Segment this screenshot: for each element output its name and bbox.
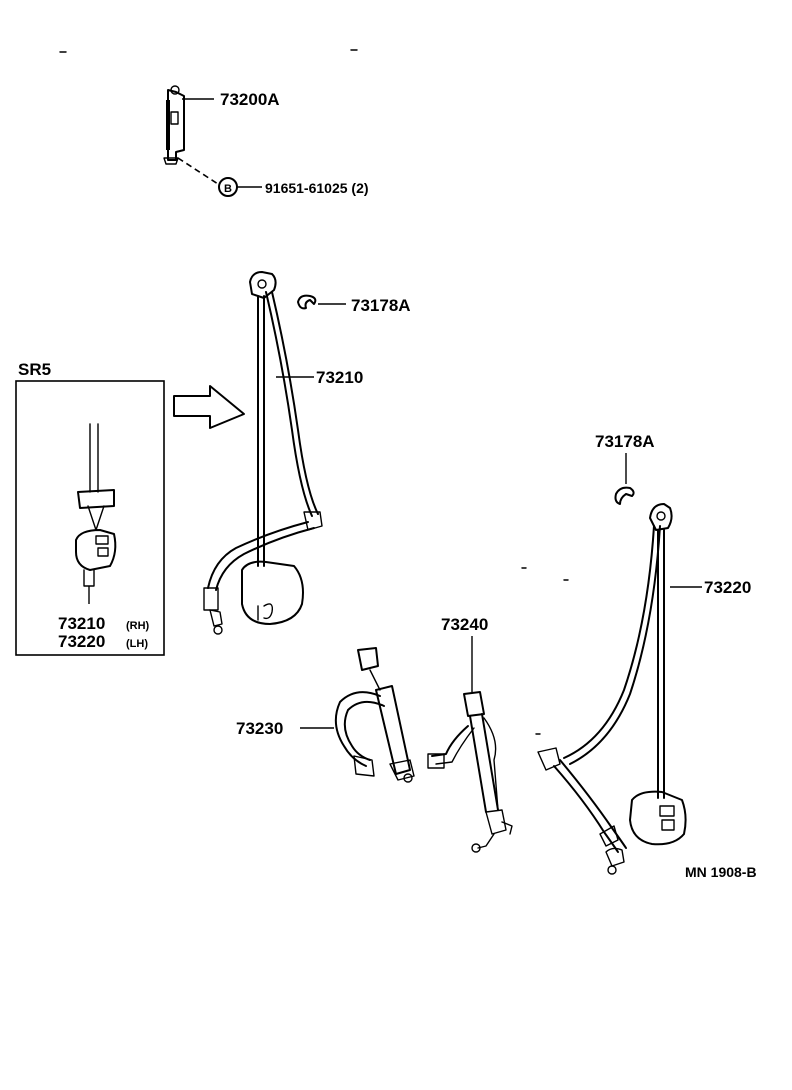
arrow-icon: [173, 385, 245, 429]
inset-part-rh-side: (RH): [126, 620, 150, 632]
callout-buckle-center: 73240: [441, 615, 488, 634]
callout-anchor-plate: 73200A: [220, 90, 280, 109]
belt-center-part: [334, 647, 415, 783]
bolt-symbol-letter: B: [224, 183, 232, 195]
inset-part-lh-side: (LH): [126, 638, 148, 650]
belt-lh-part: [537, 503, 687, 875]
dashed-leader: [177, 157, 219, 185]
anchor-plate-part: [163, 85, 185, 165]
callout-belt-center: 73230: [236, 719, 283, 738]
cover-lower-part: [614, 486, 635, 505]
buckle-center-part: [427, 691, 513, 853]
cover-upper-part: [297, 294, 317, 310]
belt-rh-part: [203, 271, 323, 635]
inset-title: SR5: [18, 360, 51, 379]
callout-bolt: 91651-61025 (2): [265, 180, 369, 196]
callout-belt-rh: 73210: [316, 368, 363, 387]
callout-cover-lower: 73178A: [595, 432, 655, 451]
drawing-code: MN 1908-B: [685, 864, 757, 880]
inset-part-rh: 73210: [58, 614, 105, 633]
inset-part-lh: 73220: [58, 632, 105, 651]
callout-belt-lh: 73220: [704, 578, 751, 597]
callout-cover-upper: 73178A: [351, 296, 411, 315]
inset-box: [15, 380, 165, 656]
inset-buckle-part: [75, 423, 117, 604]
